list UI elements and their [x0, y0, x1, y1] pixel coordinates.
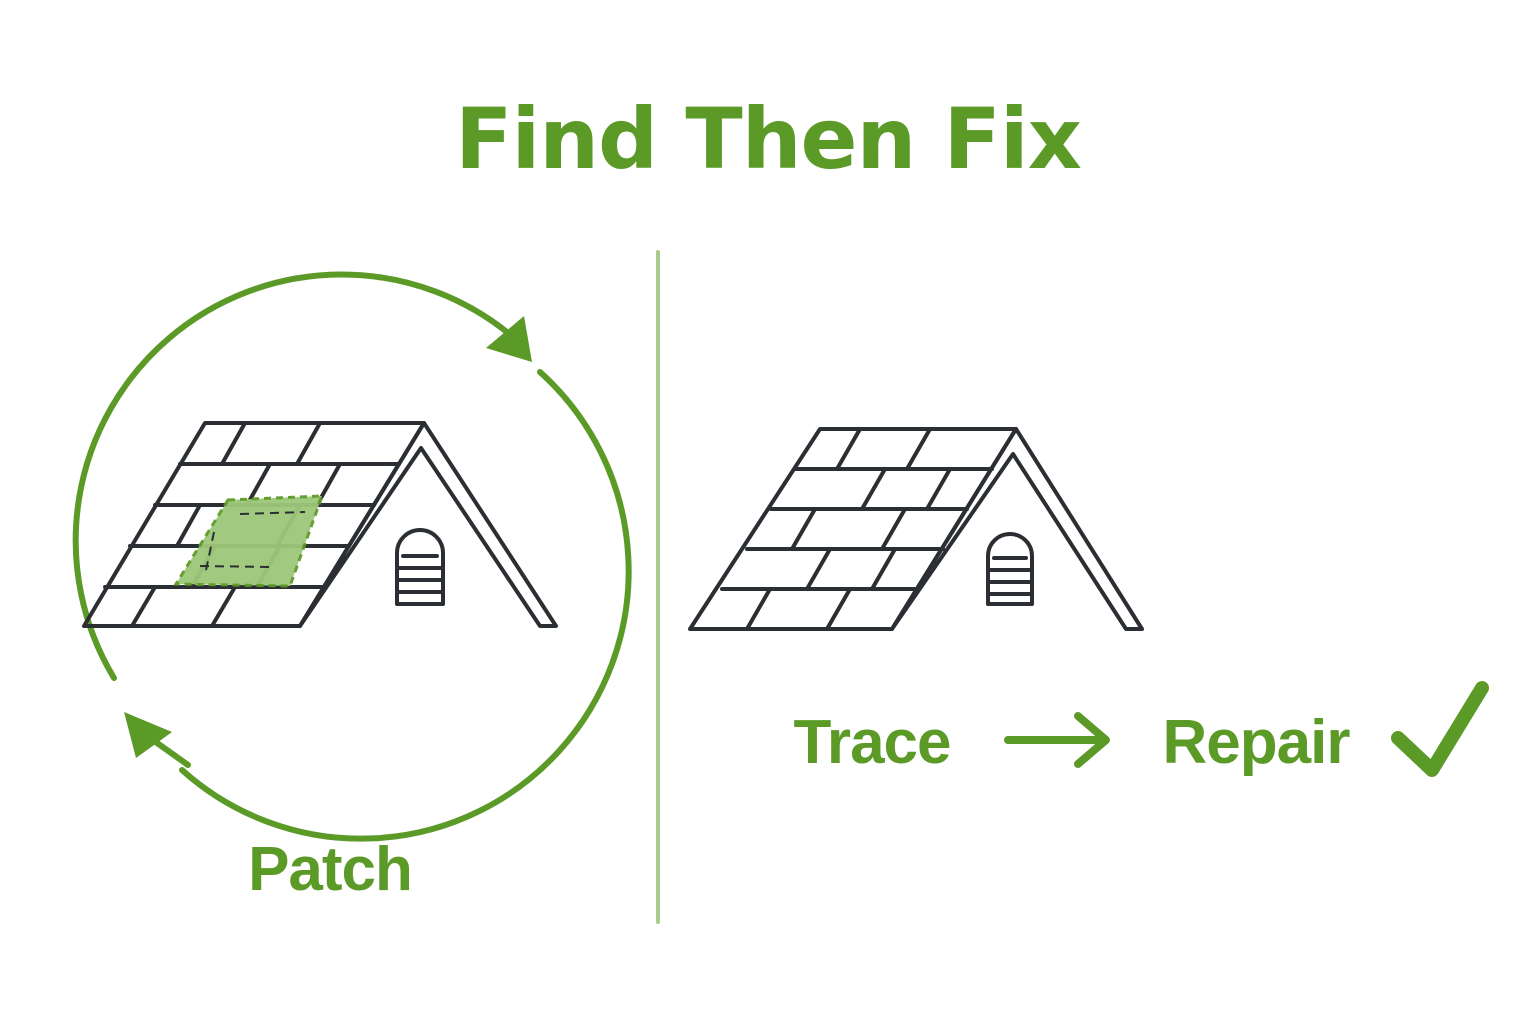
repair-label: Repair [1163, 708, 1351, 777]
arrow-right-icon [1004, 712, 1110, 768]
vent-icon [395, 528, 445, 606]
vent-icon [986, 532, 1034, 606]
patch-icon [173, 494, 325, 588]
checkmark-icon [1391, 681, 1489, 777]
cycle-arrow-head-top [486, 316, 532, 362]
right-panel: Trace Repair [688, 427, 1489, 777]
patch-label: Patch [248, 835, 412, 904]
roof-icon [688, 427, 1144, 631]
left-panel: Patch [72, 271, 632, 904]
roof-icon [82, 421, 558, 628]
page-title: Find Then Fix [455, 90, 1081, 188]
cycle-arrow-icon [72, 271, 632, 842]
trace-label: Trace [793, 708, 950, 777]
